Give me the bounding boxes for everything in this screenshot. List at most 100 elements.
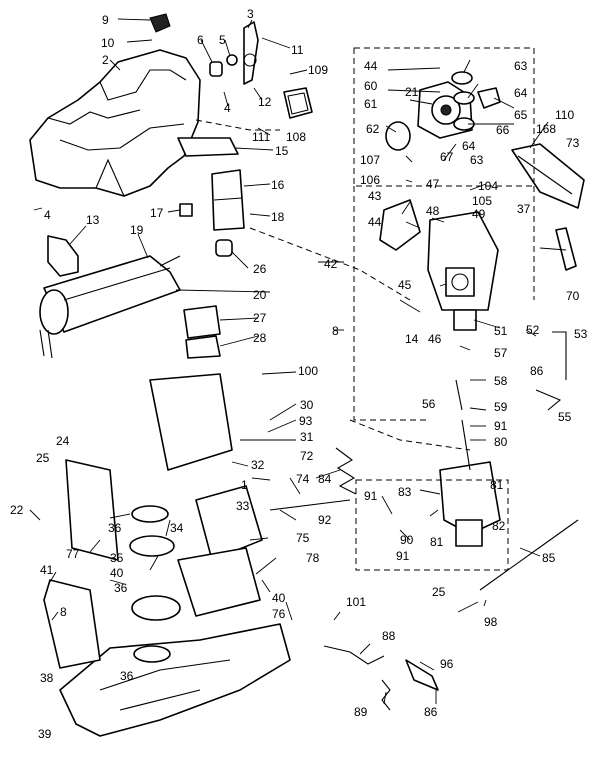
callout-57: 57 — [494, 346, 508, 360]
callout-34: 34 — [170, 521, 184, 535]
callout-55: 55 — [558, 410, 572, 424]
callout-8-upper: 8 — [332, 324, 339, 338]
callout-96: 96 — [440, 657, 454, 671]
callout-38: 38 — [40, 671, 54, 685]
callout-30: 30 — [300, 398, 314, 412]
callout-32: 32 — [251, 458, 265, 472]
callout-48: 48 — [426, 204, 440, 218]
callout-51: 51 — [494, 324, 508, 338]
callout-5: 5 — [219, 33, 226, 47]
callout-101: 101 — [346, 595, 366, 609]
callout-31: 31 — [300, 430, 314, 444]
callout-100: 100 — [298, 364, 318, 378]
callout-18: 18 — [271, 210, 285, 224]
callout-11: 11 — [291, 43, 304, 57]
callout-40-left: 40 — [110, 566, 124, 580]
callout-63-lower: 63 — [470, 153, 484, 167]
callout-74: 74 — [296, 472, 310, 486]
callout-89: 89 — [354, 705, 368, 719]
callout-39: 39 — [38, 727, 52, 741]
callout-108: 108 — [286, 130, 306, 144]
callout-91-upper: 91 — [494, 419, 508, 433]
callout-44-lower: 44 — [368, 215, 382, 229]
callout-36-middle: 36 — [114, 581, 128, 595]
callout-75: 75 — [296, 531, 310, 545]
callout-10: 10 — [101, 36, 115, 50]
callout-17: 17 — [150, 206, 164, 220]
callout-80: 80 — [494, 435, 508, 449]
callout-36-upper: 36 — [108, 521, 122, 535]
callout-46: 46 — [428, 332, 442, 346]
callout-42: 42 — [324, 257, 338, 271]
callout-73: 73 — [566, 136, 580, 150]
callout-104: 104 — [478, 179, 498, 193]
callout-105: 105 — [472, 194, 492, 208]
callout-9: 9 — [102, 13, 109, 27]
callout-109: 109 — [308, 63, 328, 77]
callout-33: 33 — [236, 499, 250, 513]
callout-81-upper: 81 — [490, 478, 504, 492]
callout-25-upper: 25 — [36, 451, 50, 465]
callout-47: 47 — [426, 177, 440, 191]
callout-44-upper: 44 — [364, 59, 378, 73]
callout-106: 106 — [360, 173, 380, 187]
callout-27: 27 — [253, 311, 267, 325]
callout-107: 107 — [360, 153, 380, 167]
callout-12: 12 — [258, 95, 272, 109]
callout-78: 78 — [306, 551, 320, 565]
callout-40-right: 40 — [272, 591, 286, 605]
callout-56: 56 — [422, 397, 436, 411]
callout-65: 65 — [514, 108, 528, 122]
callout-91-lower: 91 — [396, 549, 410, 563]
callout-2: 2 — [102, 53, 109, 67]
callout-85: 85 — [542, 551, 556, 565]
callout-20: 20 — [253, 288, 267, 302]
callout-61: 61 — [364, 97, 378, 111]
callout-91-middle: 91 — [364, 489, 378, 503]
callout-13: 13 — [86, 213, 100, 227]
callout-64-upper: 64 — [514, 86, 528, 100]
callout-77: 77 — [66, 547, 80, 561]
callout-45: 45 — [398, 278, 412, 292]
callout-67: 67 — [440, 150, 454, 164]
callout-64-lower: 64 — [462, 139, 476, 153]
callout-21: 21 — [405, 85, 419, 99]
callout-16: 16 — [271, 178, 285, 192]
callout-28: 28 — [253, 331, 267, 345]
callout-81-lower: 81 — [430, 535, 444, 549]
callout-63-upper: 63 — [514, 59, 528, 73]
callout-59: 59 — [494, 400, 508, 414]
callout-22: 22 — [10, 503, 24, 517]
callout-52: 52 — [526, 323, 540, 337]
assembly-outlines — [195, 47, 535, 571]
callout-24: 24 — [56, 434, 70, 448]
callout-25-lower: 25 — [432, 585, 446, 599]
callout-53: 53 — [574, 327, 588, 341]
callout-111: 111 — [252, 130, 271, 144]
part-drawings — [29, 13, 585, 737]
callout-8-lower: 8 — [60, 605, 67, 619]
callout-36-lower: 36 — [120, 669, 134, 683]
callout-4-upper: 4 — [224, 101, 231, 115]
callout-86-upper: 86 — [530, 364, 544, 378]
callout-15: 15 — [275, 144, 289, 158]
callout-43: 43 — [368, 189, 382, 203]
callout-110: 110 — [555, 108, 574, 122]
callout-70: 70 — [566, 289, 580, 303]
callout-labels: 9 10 2 6 5 3 11 109 12 4 111 108 15 16 1… — [10, 7, 588, 741]
callout-62: 62 — [366, 122, 380, 136]
callout-35: 35 — [110, 551, 124, 565]
callout-1: 1 — [241, 478, 248, 492]
callout-66: 66 — [496, 123, 510, 137]
callout-4-lower: 4 — [44, 208, 51, 222]
callout-37: 37 — [517, 202, 531, 216]
callout-26: 26 — [253, 262, 267, 276]
callout-76: 76 — [272, 607, 286, 621]
callout-58: 58 — [494, 374, 508, 388]
callout-60: 60 — [364, 79, 378, 93]
callout-6: 6 — [197, 33, 204, 47]
callout-90: 90 — [400, 533, 414, 547]
callout-84: 84 — [318, 472, 332, 486]
callout-93: 93 — [299, 414, 313, 428]
callout-3: 3 — [247, 7, 254, 21]
